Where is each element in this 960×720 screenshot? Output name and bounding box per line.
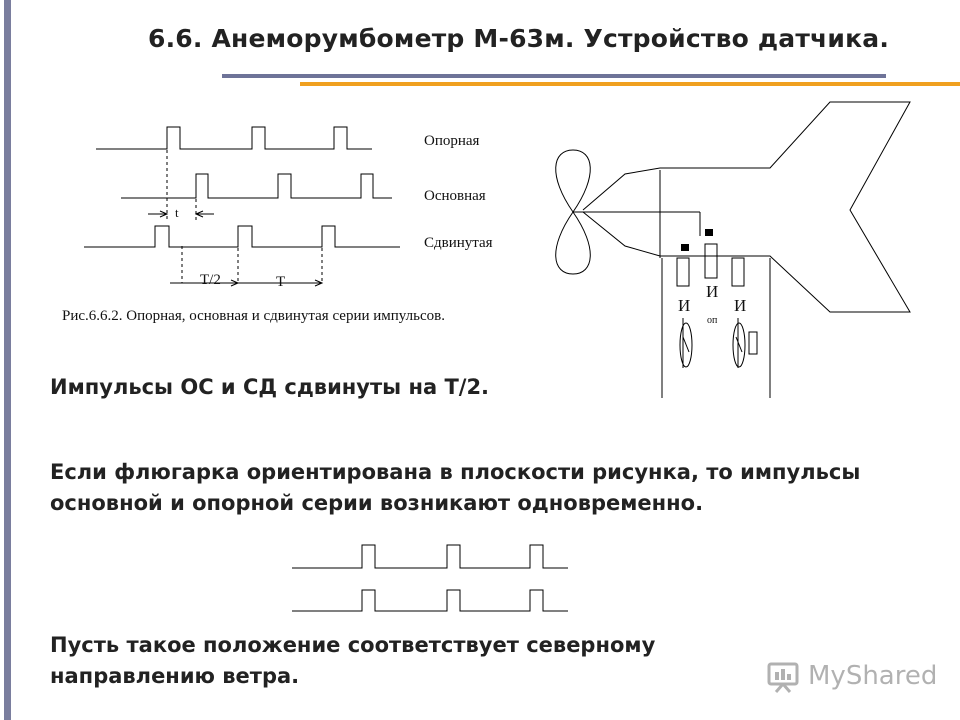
reference-series-label: Опорная xyxy=(424,133,480,149)
center-coil-label: И xyxy=(706,282,719,301)
center-coil-sub-label: оп xyxy=(707,315,718,326)
left-accent-bar xyxy=(4,0,11,720)
left-coil xyxy=(676,257,690,287)
watermark-logo: MyShared xyxy=(766,656,937,696)
slide-title: 6.6. Анеморумбометр М-63м. Устройство да… xyxy=(148,24,890,53)
title-rule-orange xyxy=(300,82,960,86)
period-label: T xyxy=(276,274,286,290)
left-coil-label: И xyxy=(678,296,691,315)
text-pulses-shifted: Импульсы ОС и СД сдвинуты на Т/2. xyxy=(50,375,490,399)
shifted-series-label: Сдвинутая xyxy=(424,235,493,251)
main-pulse-train xyxy=(121,173,392,199)
title-rule-blue xyxy=(222,74,886,78)
shifted-pulse-train xyxy=(84,225,400,248)
right-coil-label: И xyxy=(734,296,747,315)
figure-caption: Рис.6.6.2. Опорная, основная и сдвинутая… xyxy=(62,308,445,324)
text-north-direction: Пусть такое положение соответствует севе… xyxy=(50,633,656,688)
propeller-lower-blade xyxy=(555,211,591,275)
left-magnet xyxy=(681,244,689,251)
watermark-text: MyShared xyxy=(808,661,938,691)
text-vane-orientation: Если флюгарка ориентирована в плоскости … xyxy=(50,460,861,515)
center-magnet xyxy=(705,229,713,236)
center-coil xyxy=(704,243,718,279)
t-label: t xyxy=(175,205,179,220)
lower-pulse-train xyxy=(292,589,568,612)
main-series-label: Основная xyxy=(424,188,486,204)
reference-pulse-train xyxy=(96,126,372,150)
half-period-label: T/2 xyxy=(200,272,221,288)
propeller-upper-blade xyxy=(555,149,591,213)
upper-pulse-train xyxy=(292,544,568,569)
presentation-board-icon xyxy=(767,662,799,693)
right-coil xyxy=(731,257,745,287)
